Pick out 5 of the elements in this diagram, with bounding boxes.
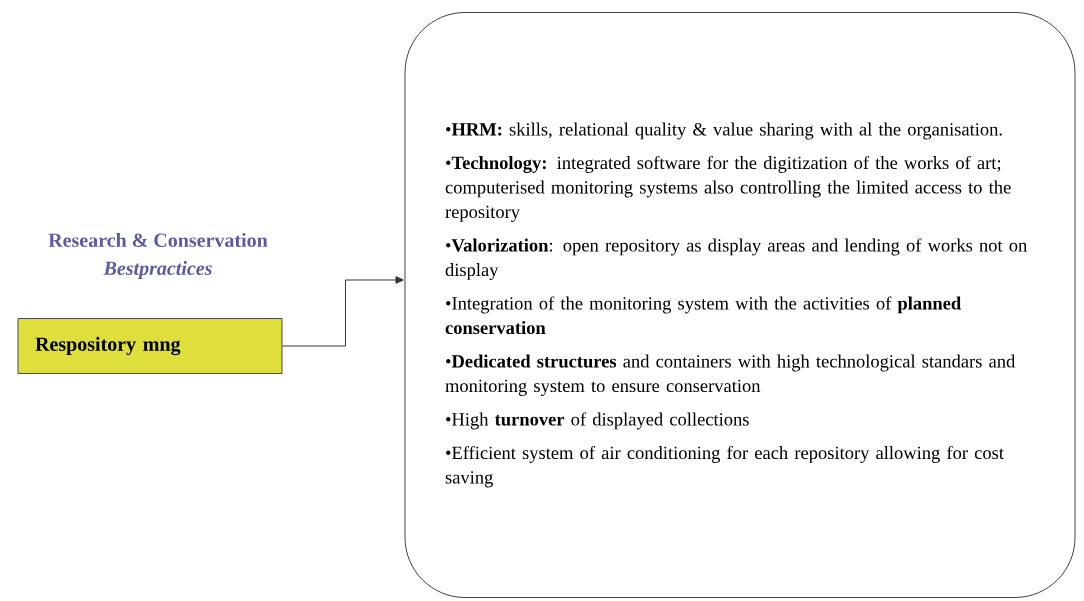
arrow: [282, 276, 404, 347]
heading: Research & Conservation: [48, 232, 268, 247]
rounded-box: •HRM: skills, relational quality & value sharing with al the organisation. •Technology: integrated software for the digitization of the works of art; computerised monitoring systems also controlling the limited access to the repository •Valorization: open repository as display areas and lending of works not on display •Integration of the monitoring system with the activities of planned conservation •Dedicated structures and containers with high technological standars and monitoring system to ensure conservation •High turnover of displayed collections •Efficient system of air conditioning for each repository allowing for cost saving: [404, 12, 1076, 598]
subheading: Bestpractices: [103, 260, 212, 280]
process-box: Respository mng: [17, 318, 283, 374]
